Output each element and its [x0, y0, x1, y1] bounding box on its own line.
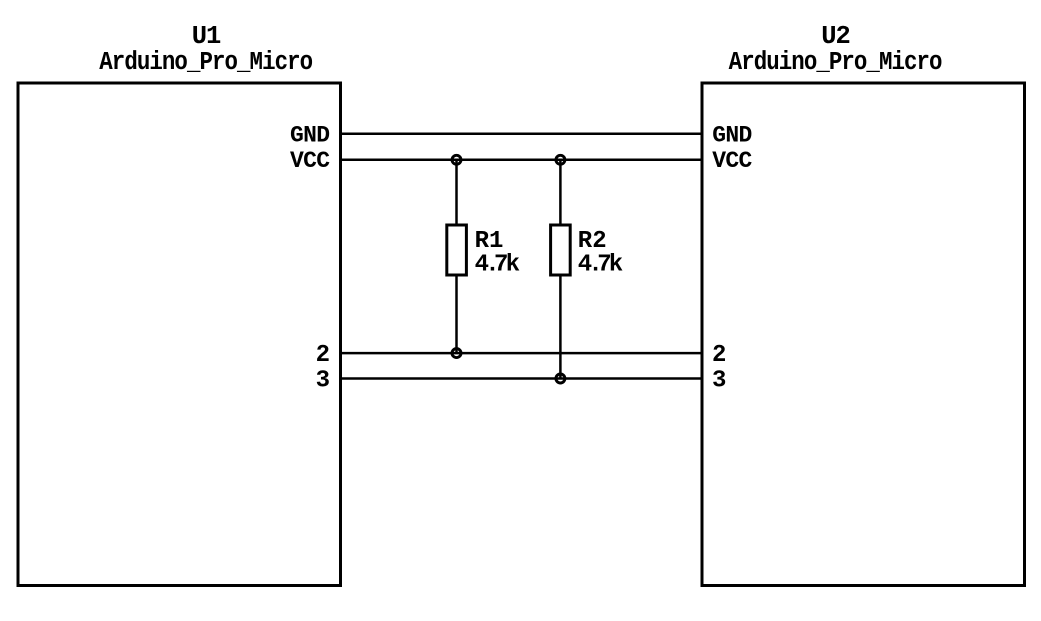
svg-text:4.7k: 4.7k	[475, 252, 520, 279]
svg-text:2: 2	[316, 342, 330, 369]
svg-text:Arduino_Pro_Micro: Arduino_Pro_Micro	[729, 49, 943, 78]
svg-text:3: 3	[712, 368, 726, 395]
svg-text:GND: GND	[712, 122, 752, 148]
svg-text:U2: U2	[821, 22, 851, 51]
svg-text:VCC: VCC	[712, 148, 752, 174]
svg-text:R1: R1	[475, 228, 504, 255]
svg-text:U1: U1	[192, 22, 222, 51]
svg-text:Arduino_Pro_Micro: Arduino_Pro_Micro	[99, 49, 313, 78]
svg-text:4.7k: 4.7k	[578, 252, 623, 279]
svg-text:3: 3	[316, 368, 330, 395]
svg-text:GND: GND	[290, 122, 330, 148]
svg-text:2: 2	[712, 342, 726, 369]
svg-text:R2: R2	[578, 228, 607, 255]
svg-text:VCC: VCC	[290, 148, 330, 174]
